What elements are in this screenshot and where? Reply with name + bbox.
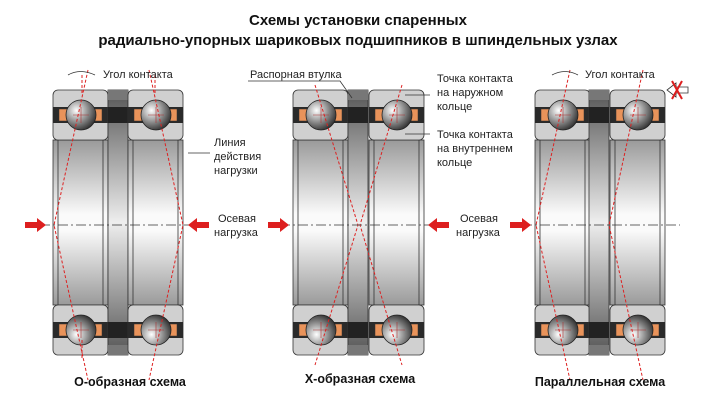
outer-contact-label-3: кольце bbox=[437, 101, 472, 113]
axial-load-label-2: нагрузка bbox=[456, 227, 501, 239]
outer-contact-label-2: на наружном bbox=[437, 87, 503, 99]
cross-icon bbox=[671, 80, 683, 100]
axial-load-label-1: Осевая bbox=[218, 213, 256, 225]
axial-load-arrow-right bbox=[188, 218, 209, 232]
axial-load-label-1: Осевая bbox=[460, 213, 498, 225]
spacer-label: Распорная втулка bbox=[250, 69, 342, 81]
caption-o-scheme: О-образная схема bbox=[74, 375, 187, 389]
o-scheme bbox=[25, 69, 209, 381]
x-scheme bbox=[268, 84, 449, 366]
caption-parallel-scheme: Параллельная схема bbox=[535, 375, 666, 389]
inner-contact-label-2: на внутреннем bbox=[437, 143, 513, 155]
inner-contact-label-1: Точка контакта bbox=[437, 129, 514, 141]
load-line-label-1: Линия bbox=[214, 137, 246, 149]
contact-angle-label: Угол контакта bbox=[585, 69, 656, 81]
caption-x-scheme: Х-образная схема bbox=[305, 372, 416, 386]
axial-load-arrow-left bbox=[510, 218, 531, 232]
axial-load-arrow-right bbox=[428, 218, 449, 232]
outer-contact-label-1: Точка контакта bbox=[437, 73, 514, 85]
title-line-2: радиально-упорных шариковых подшипников … bbox=[98, 32, 618, 49]
inner-contact-label-3: кольце bbox=[437, 157, 472, 169]
contact-angle-label: Угол контакта bbox=[103, 69, 174, 81]
axial-load-arrow-left bbox=[25, 218, 46, 232]
load-line-label-3: нагрузки bbox=[214, 165, 258, 177]
parallel-scheme bbox=[510, 69, 689, 381]
axial-load-arrow-left bbox=[268, 218, 289, 232]
title-line-1: Схемы установки спаренных bbox=[249, 12, 468, 29]
load-line-label-2: действия bbox=[214, 151, 261, 163]
axial-load-label-2: нагрузка bbox=[214, 227, 259, 239]
